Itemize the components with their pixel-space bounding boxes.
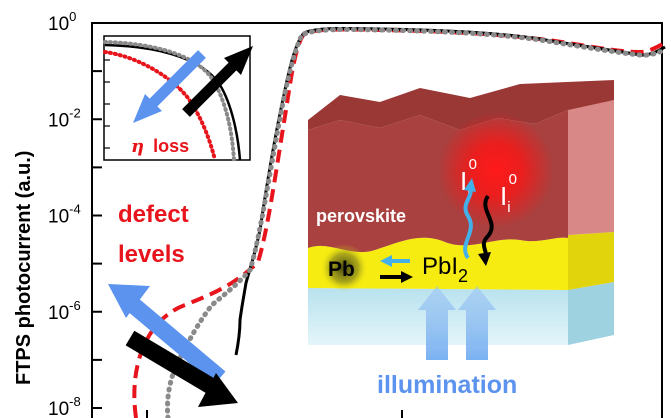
ion1-base: I (460, 166, 467, 196)
data-series (132, 26, 668, 418)
y-tick-exp: -4 (69, 202, 81, 217)
ion-path-black (481, 194, 494, 260)
y-tick-label: 10-4 (48, 202, 81, 228)
y-tick-exp: -8 (69, 394, 81, 409)
illumination-beams (418, 286, 496, 360)
pbi2-label: PbI2 (422, 253, 468, 286)
defect-levels-label: defect levels (118, 201, 195, 268)
perovskite-top (308, 80, 614, 130)
ion-path-blue-head (464, 178, 476, 192)
perovskite-side (568, 100, 614, 235)
main-blue-arrow (108, 284, 226, 385)
y-tick-exp: 0 (69, 9, 76, 24)
beam-left (418, 286, 456, 360)
pbi2-layer-side (568, 232, 614, 290)
inset-eta-loss-label: η loss (131, 136, 189, 157)
illumination-label: illumination (377, 371, 517, 399)
pb-glow (320, 244, 368, 292)
pb-arrow-left (380, 255, 410, 267)
inset-ticks (104, 59, 110, 149)
y-tick-base: 10 (48, 207, 69, 228)
main-black-arrow (125, 330, 238, 407)
ion1-sup: 0 (469, 156, 477, 173)
pbi2-sub: 2 (458, 266, 468, 286)
y-tick-base: 10 (48, 14, 69, 35)
ion-path-blue (463, 187, 473, 260)
inset-black-arrow (182, 46, 253, 117)
y-axis-label: FTPS photocurrent (a.u.) (13, 151, 35, 385)
y-tick-base: 10 (48, 110, 69, 131)
pbi2-layer (308, 237, 568, 290)
defect-label-line1: defect (118, 201, 189, 228)
ion2-sub: i (507, 199, 510, 216)
y-tick-label: 10-2 (48, 105, 81, 131)
y-tick-base: 10 (48, 303, 69, 324)
perovskite-diagram: perovskite Ii 0 Ii 0 Pb PbI2 illumination (308, 80, 614, 399)
inset-curve-red (103, 50, 217, 162)
inset-panel: η loss (103, 35, 253, 162)
defect-glow (438, 112, 554, 228)
inset-blue-arrow (133, 50, 206, 123)
ion2-sup: 0 (509, 171, 517, 188)
defect-label-line2: levels (118, 241, 185, 268)
series-gray-dotted (165, 27, 668, 418)
pb-arrow-right (380, 271, 413, 283)
y-tick-marks (92, 22, 102, 409)
ion-label-2: Ii 0 (500, 171, 517, 216)
plot-frame (91, 22, 663, 418)
y-tick-label: 10-6 (48, 298, 81, 324)
pbi2-base: PbI (422, 253, 458, 280)
perovskite-label: perovskite (316, 206, 406, 226)
y-tick-label: 10-8 (48, 394, 81, 418)
beam-right (458, 286, 496, 360)
x-tick-marks (146, 410, 403, 418)
ion-path-black-head (478, 252, 491, 266)
y-tick-exp: -2 (69, 105, 81, 120)
glass-side (568, 282, 614, 345)
pb-label: Pb (328, 258, 355, 281)
eta-symbol: η (131, 136, 144, 157)
y-tick-label: 100 (48, 9, 76, 35)
ion2-base: I (500, 181, 507, 211)
loss-word: loss (153, 136, 189, 156)
y-tick-exp: -6 (69, 298, 81, 313)
y-tick-base: 10 (48, 399, 69, 418)
